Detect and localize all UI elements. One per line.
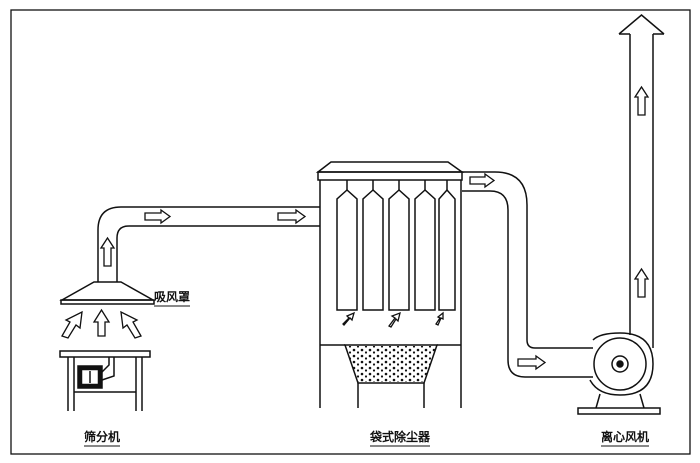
diagram-border: [10, 9, 691, 455]
flow-arrow-up-icon: [633, 267, 650, 298]
airflow-arrow-icon: [388, 311, 401, 328]
suction-hood: [59, 281, 156, 305]
airflow-arrow-icon: [342, 311, 356, 326]
filter-bag: [438, 180, 456, 311]
exhaust-stack: [618, 14, 665, 348]
hood-label: 吸风罩: [154, 290, 190, 304]
fan-label: 离心风机: [601, 429, 649, 444]
sieve-machine: [59, 350, 151, 411]
intake-duct: [97, 206, 320, 282]
flow-arrow-right-icon: [469, 172, 496, 189]
flow-arrow-up-icon: [99, 236, 116, 267]
filter-bag: [336, 180, 358, 311]
intake-arrow-icon: [92, 308, 111, 337]
outlet-duct: [462, 171, 593, 378]
centrifugal-fan: [577, 332, 661, 415]
flow-arrow-right-icon: [517, 354, 547, 371]
filter-bag: [362, 180, 384, 311]
intake-arrow-icon: [120, 310, 142, 339]
filter-bag: [414, 180, 436, 311]
filter-bags: [336, 180, 456, 311]
flow-arrow-right-icon: [144, 208, 172, 225]
filter-bag: [388, 180, 410, 311]
bag-dust-collector: [315, 161, 465, 408]
flow-arrow-up-icon: [633, 85, 650, 116]
airflow-arrow-icon: [435, 311, 444, 326]
sieve-label: 筛分机: [84, 429, 120, 444]
intake-arrow-icon: [61, 310, 83, 339]
flow-arrow-right-icon: [277, 208, 307, 225]
dust-collector-label: 袋式除尘器: [369, 429, 431, 444]
